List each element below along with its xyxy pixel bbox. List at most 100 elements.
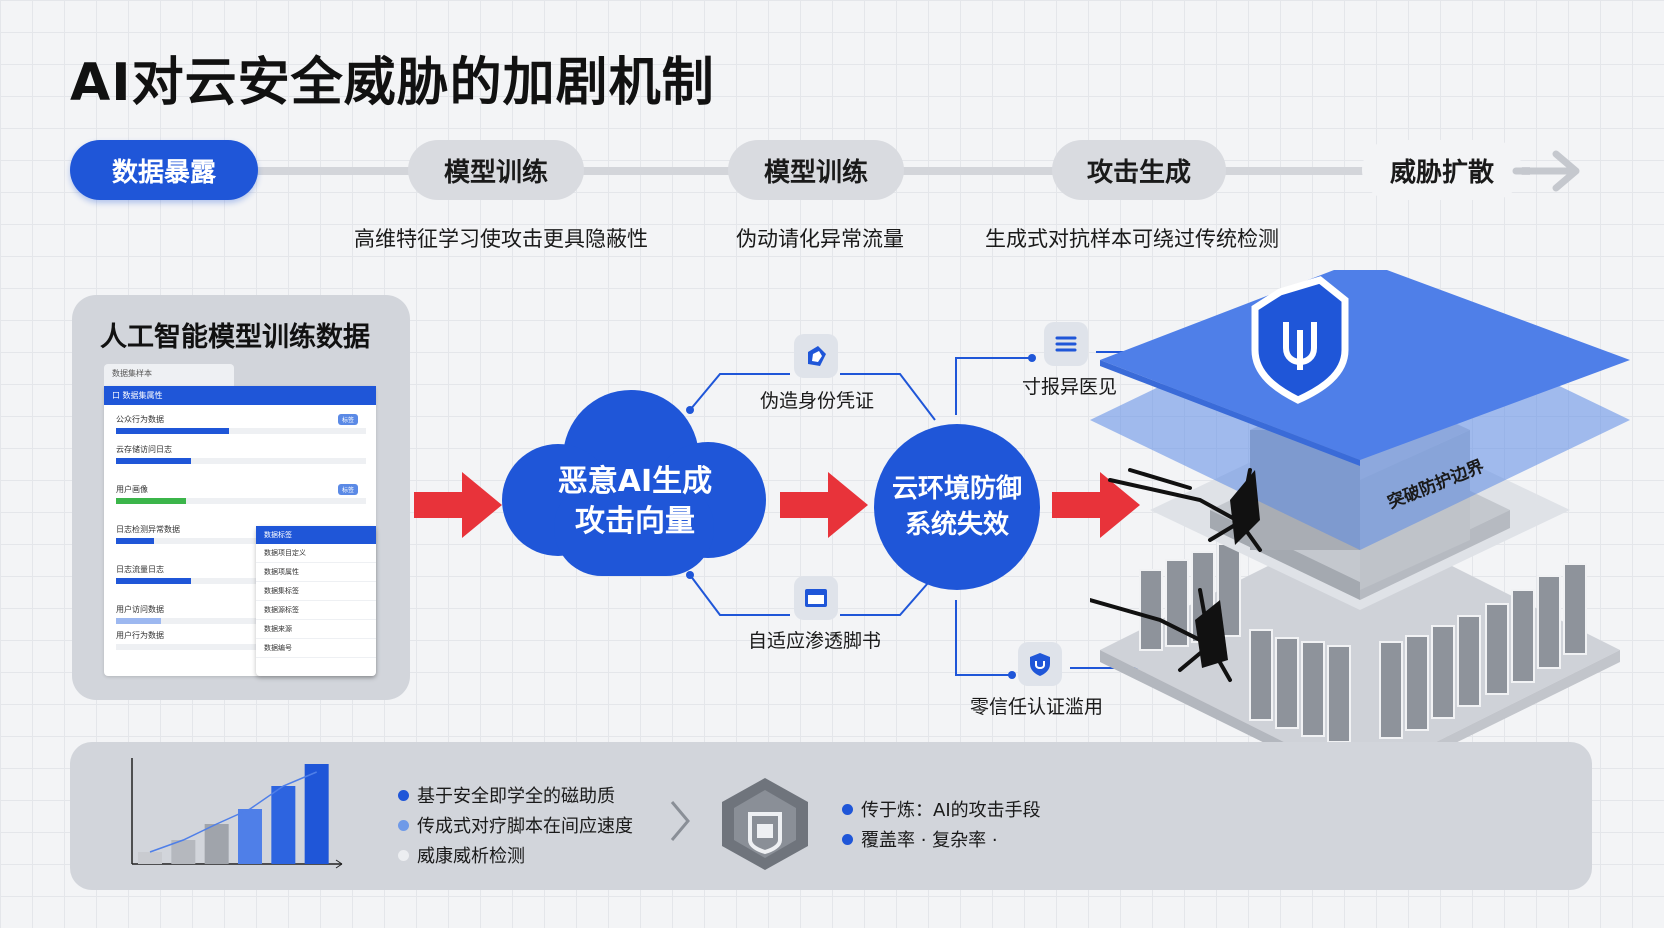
zero-trust-abuse-label: 零信任认证滥用 <box>970 696 1104 718</box>
stage-description: 高维特征学习使攻击更具隐蔽性 <box>354 227 648 251</box>
adaptive-script-label: 自适应渗透脚书 <box>748 630 882 652</box>
dataset-row-label: 用户行为数据 <box>116 631 164 640</box>
defense-line: 云环境防御 <box>891 474 1022 504</box>
forged-credentials-label: 伪造身份凭证 <box>760 390 875 412</box>
dataset-row-track <box>116 498 366 504</box>
stage-label: 攻击生成 <box>1086 157 1191 188</box>
dataset-row-label: 用户访问数据 <box>116 605 164 614</box>
stage-model-training-2[interactable]: 模型训练 <box>728 140 904 200</box>
popup-header: 数据标签 <box>256 526 376 544</box>
x-axis-arrow <box>335 859 343 869</box>
flow-end-arrow-icon <box>1512 150 1580 192</box>
bullet-dot <box>398 789 409 801</box>
identity-forge-icon <box>794 334 838 378</box>
bullet-item: 基于安全即学全的磁助质 <box>398 780 633 810</box>
bullet-item: 传于炼：AI的攻击手段 <box>842 794 1041 824</box>
dataset-row[interactable]: 用户画像 标签 <box>116 484 366 508</box>
chevron-right-icon <box>670 801 690 841</box>
stage-description: 伪动请化异常流量 <box>736 227 904 251</box>
chart-bar <box>171 840 196 864</box>
right-bullet-list: 传于炼：AI的攻击手段 覆盖率 · 复杂率 · <box>842 794 1041 854</box>
stage-model-training[interactable]: 模型训练 <box>408 140 584 200</box>
popup-row: 数据编号 <box>256 639 376 658</box>
popup-row: 数据项目定义 <box>256 544 376 563</box>
dataset-row-track <box>116 578 366 584</box>
page-title: AI对云安全威胁的加剧机制 <box>70 53 715 113</box>
defense-line: 系统失效 <box>904 510 1009 540</box>
popup-row: 数据集标签 <box>256 582 376 601</box>
doc-header: 口 数据集属性 <box>104 386 376 405</box>
dataset-row-bar <box>116 498 186 504</box>
breached-server-illustration <box>1090 270 1630 790</box>
chart-bar <box>271 786 296 864</box>
dataset-row[interactable]: 用户行为数据 <box>116 630 366 654</box>
dataset-row-bar <box>116 428 229 434</box>
dataset-row-label: 公众行为数据 <box>116 415 164 424</box>
popup-row: 数据项属性 <box>256 563 376 582</box>
dataset-row-label: 用户画像 <box>116 485 148 494</box>
growth-bar-chart <box>131 758 343 869</box>
dataset-row[interactable]: 用户访问数据 <box>116 604 366 628</box>
stage-label: 模型训练 <box>763 157 868 188</box>
red-arrow-icon <box>780 472 868 538</box>
browser-window-icon <box>794 576 838 620</box>
dataset-row-label: 日志流量日志 <box>116 565 164 574</box>
bullet-text: 传于炼：AI的攻击手段 <box>861 800 1041 821</box>
dataset-row-track <box>116 618 366 624</box>
stage-data-exposure[interactable]: 数据暴露 <box>70 140 258 200</box>
training-data-title: 人工智能模型训练数据 <box>100 322 370 353</box>
stage-threat-spread[interactable]: 威胁扩散 <box>1362 140 1522 200</box>
red-arrow-icon <box>1052 472 1140 538</box>
dataset-row-label: 日志检测异常数据 <box>116 525 180 534</box>
dataset-row[interactable]: 云存储访问日志 <box>116 444 366 468</box>
dataset-row[interactable]: 日志流量日志 <box>116 564 366 588</box>
chart-bar <box>304 764 329 864</box>
bullet-text: 覆盖率 · 复杂率 · <box>861 830 998 851</box>
bullet-dot <box>398 849 409 861</box>
dataset-row-track <box>116 458 366 464</box>
dataset-row-label: 云存储访问日志 <box>116 445 172 454</box>
stage-attack-generation[interactable]: 攻击生成 <box>1052 140 1226 200</box>
popup-row: 数据来源 <box>256 620 376 639</box>
left-bullet-list: 基于安全即学全的磁助质 传成式对疗脚本在间应速度 威康威析检测 <box>398 780 633 870</box>
cloud-line: 恶意AI生成 <box>557 464 713 499</box>
stage-description: 生成式对抗样本可绕过传统检测 <box>985 227 1279 251</box>
popup-row: 数据源标签 <box>256 601 376 620</box>
stage-label: 模型训练 <box>443 157 548 188</box>
bullet-text: 威康威析检测 <box>417 846 525 867</box>
stage-label: 数据暴露 <box>111 157 216 188</box>
doc-tab[interactable]: 数据集样本 <box>104 364 234 386</box>
chart-bar <box>204 824 229 864</box>
chart-bar <box>138 852 162 864</box>
bullet-dot <box>842 803 853 815</box>
dataset-row-track <box>116 644 366 650</box>
trend-line <box>149 771 317 853</box>
bullet-text: 传成式对疗脚本在间应速度 <box>417 816 633 837</box>
bullet-dot <box>842 833 853 845</box>
popup-rows: 数据项目定义数据项属性数据集标签数据源标签数据来源数据编号 <box>256 544 376 658</box>
bullet-dot <box>398 819 409 831</box>
log-list-icon <box>1044 322 1088 366</box>
dataset-row-chip: 标签 <box>337 414 358 425</box>
anomaly-report-label: 寸报异医见 <box>1022 376 1118 398</box>
dataset-row-bar <box>116 538 154 544</box>
chart-bar <box>238 809 262 864</box>
dataset-row-track <box>116 428 366 434</box>
data-label-popup: 数据标签 数据项目定义数据项属性数据集标签数据源标签数据来源数据编号 <box>256 526 376 676</box>
security-badge-icon <box>722 778 808 870</box>
stage-label: 威胁扩散 <box>1389 157 1494 188</box>
dataset-row-bar <box>116 618 161 624</box>
malicious-ai-cloud[interactable]: 恶意AI生成 攻击向量 <box>520 462 750 542</box>
bullet-item: 威康威析检测 <box>398 840 633 870</box>
dataset-row[interactable]: 日志检测异常数据 <box>116 524 366 548</box>
cloud-shape-icon <box>502 390 766 576</box>
cloud-line: 攻击向量 <box>575 504 695 539</box>
dataset-row[interactable]: 公众行为数据 标签 <box>116 414 366 438</box>
dataset-row-chip: 标签 <box>337 484 358 495</box>
red-arrow-icon <box>414 472 502 538</box>
dataset-row-track <box>116 538 366 544</box>
dataset-row-bar <box>116 578 191 584</box>
dataset-row-bar <box>116 458 191 464</box>
defense-failure-node[interactable]: 云环境防御 系统失效 <box>874 424 1040 590</box>
shield-icon <box>1018 642 1062 686</box>
